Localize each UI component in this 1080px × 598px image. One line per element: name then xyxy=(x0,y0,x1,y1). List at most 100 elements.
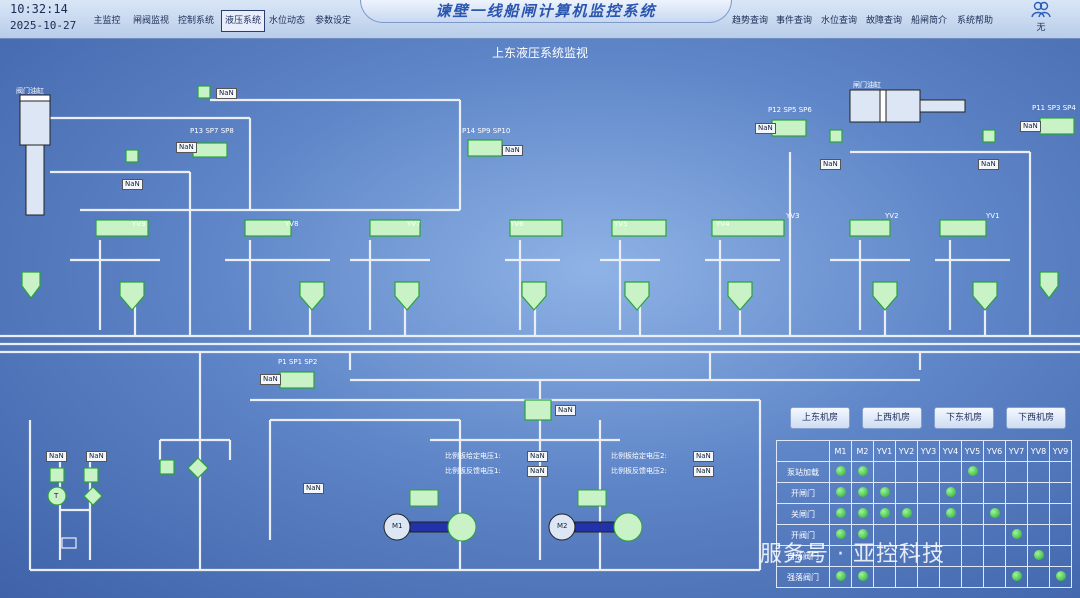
col-header: YV9 xyxy=(1049,440,1072,462)
status-cell xyxy=(851,482,874,504)
label-m2: M2 xyxy=(557,522,568,530)
status-table-body: 泵站加载开闸门关闸门开阀门自落阀门强落阀门 xyxy=(776,461,1072,588)
status-lamp-on-icon xyxy=(1033,550,1044,560)
table-row: 泵站加载 xyxy=(776,461,1072,483)
nav-lock-intro[interactable]: 船闸简介 xyxy=(910,16,947,26)
label-prop-set-1: 比例板给定电压1: xyxy=(445,452,501,460)
status-cell xyxy=(1027,524,1050,546)
status-cell xyxy=(983,482,1006,504)
readout-nan: NaN xyxy=(820,159,841,170)
label-prop-set-2: 比例板给定电压2: xyxy=(611,452,667,460)
tank-symbols xyxy=(47,457,209,549)
status-cell xyxy=(1027,503,1050,525)
label-yv5: YV5 xyxy=(614,220,628,228)
page-title: 上东液压系统监视 xyxy=(491,46,588,60)
room-lower-west-button[interactable]: 下西机房 xyxy=(1006,407,1066,429)
label-yv7: YV7 xyxy=(407,220,421,228)
readout-nan: NaN xyxy=(122,179,143,190)
col-header: YV4 xyxy=(939,440,962,462)
status-cell xyxy=(895,482,918,504)
nav-hydraulic-system[interactable]: 液压系统 xyxy=(221,10,265,32)
label-yv8: YV8 xyxy=(285,220,299,228)
label-p11: P11 SP3 SP4 xyxy=(1032,104,1076,112)
readout-nan: NaN xyxy=(1020,121,1041,132)
table-row: 强落阀门 xyxy=(776,566,1072,588)
room-lower-east-button[interactable]: 下东机房 xyxy=(934,407,994,429)
hydraulic-diagram xyxy=(0,85,1080,572)
status-lamp-on-icon xyxy=(945,487,956,497)
nav-water-level[interactable]: 水位动态 xyxy=(268,16,305,26)
nav-help[interactable]: 系统帮助 xyxy=(956,16,993,26)
readout-nan: NaN xyxy=(978,159,999,170)
row-label: 强落阀门 xyxy=(776,566,830,588)
user-widget[interactable]: 无 xyxy=(1026,0,1056,33)
nav-fault-query[interactable]: 故障查询 xyxy=(865,16,902,26)
table-row: 自落阀门 xyxy=(776,545,1072,567)
readout-nan: NaN xyxy=(303,483,324,494)
status-lamp-on-icon xyxy=(1011,529,1022,539)
label-yv1: YV1 xyxy=(986,212,1000,220)
nav-level-query[interactable]: 水位查询 xyxy=(820,16,857,26)
table-row: 关闸门 xyxy=(776,503,1072,525)
label-yv6: YV6 xyxy=(510,220,524,228)
status-cell xyxy=(939,482,962,504)
nav-main-monitor[interactable]: 主监控 xyxy=(93,16,121,26)
row-label: 关闸门 xyxy=(776,503,830,525)
label-yv2: YV2 xyxy=(885,212,899,220)
status-cell xyxy=(983,566,1006,588)
status-lamp-on-icon xyxy=(857,571,868,581)
label-m1: M1 xyxy=(392,522,403,530)
nav-gate-valve-monitor[interactable]: 闸阀监视 xyxy=(132,16,169,26)
status-cell xyxy=(873,566,896,588)
status-cell xyxy=(1027,566,1050,588)
status-lamp-on-icon xyxy=(857,529,868,539)
status-cell xyxy=(961,524,984,546)
table-corner xyxy=(776,440,830,462)
status-lamp-on-icon xyxy=(857,466,868,476)
status-cell xyxy=(829,566,852,588)
status-cell xyxy=(1049,545,1072,567)
watermark-text: 服务号 · 亚控科技 xyxy=(760,542,945,567)
system-title-banner: 谏壁一线船闸计算机监控系统 xyxy=(360,0,732,23)
status-cell xyxy=(829,503,852,525)
valve-cylinder-symbol xyxy=(19,94,51,216)
status-cell xyxy=(939,461,962,483)
status-cell xyxy=(1049,482,1072,504)
check-valves xyxy=(21,271,1059,311)
col-header: YV3 xyxy=(917,440,940,462)
nav-trend-query[interactable]: 趋势查询 xyxy=(731,16,768,26)
pressure-sensors xyxy=(125,85,996,163)
readout-nan: NaN xyxy=(216,88,237,99)
nav-event-query[interactable]: 事件查询 xyxy=(775,16,812,26)
status-cell xyxy=(851,503,874,525)
col-header: YV5 xyxy=(961,440,984,462)
label-valve-cylinder: 阀门油缸 xyxy=(16,87,44,95)
status-cell xyxy=(895,566,918,588)
readout-nan: NaN xyxy=(46,451,67,462)
status-cell xyxy=(917,503,940,525)
readout-nan: NaN xyxy=(555,405,576,416)
readout-nan: NaN xyxy=(176,142,197,153)
status-cell xyxy=(1027,482,1050,504)
status-cell xyxy=(895,461,918,483)
col-header: YV1 xyxy=(873,440,896,462)
status-lamp-on-icon xyxy=(989,508,1000,518)
room-upper-east-button[interactable]: 上东机房 xyxy=(790,407,850,429)
status-cell xyxy=(829,461,852,483)
status-cell xyxy=(895,503,918,525)
col-header: YV8 xyxy=(1027,440,1050,462)
clock-date: 2025-10-27 xyxy=(10,19,77,32)
status-cell xyxy=(961,566,984,588)
status-cell xyxy=(961,461,984,483)
status-lamp-on-icon xyxy=(879,508,890,518)
label-yv3: YV3 xyxy=(786,212,800,220)
status-lamp-on-icon xyxy=(879,487,890,497)
status-cell xyxy=(1005,482,1028,504)
status-cell xyxy=(1005,566,1028,588)
label-gate-cylinder: 闸门油缸 xyxy=(853,81,881,89)
nav-parameters[interactable]: 参数设定 xyxy=(314,16,351,26)
status-lamp-on-icon xyxy=(835,487,846,497)
room-upper-west-button[interactable]: 上西机房 xyxy=(862,407,922,429)
nav-control-system[interactable]: 控制系统 xyxy=(177,16,214,26)
status-cell xyxy=(983,503,1006,525)
